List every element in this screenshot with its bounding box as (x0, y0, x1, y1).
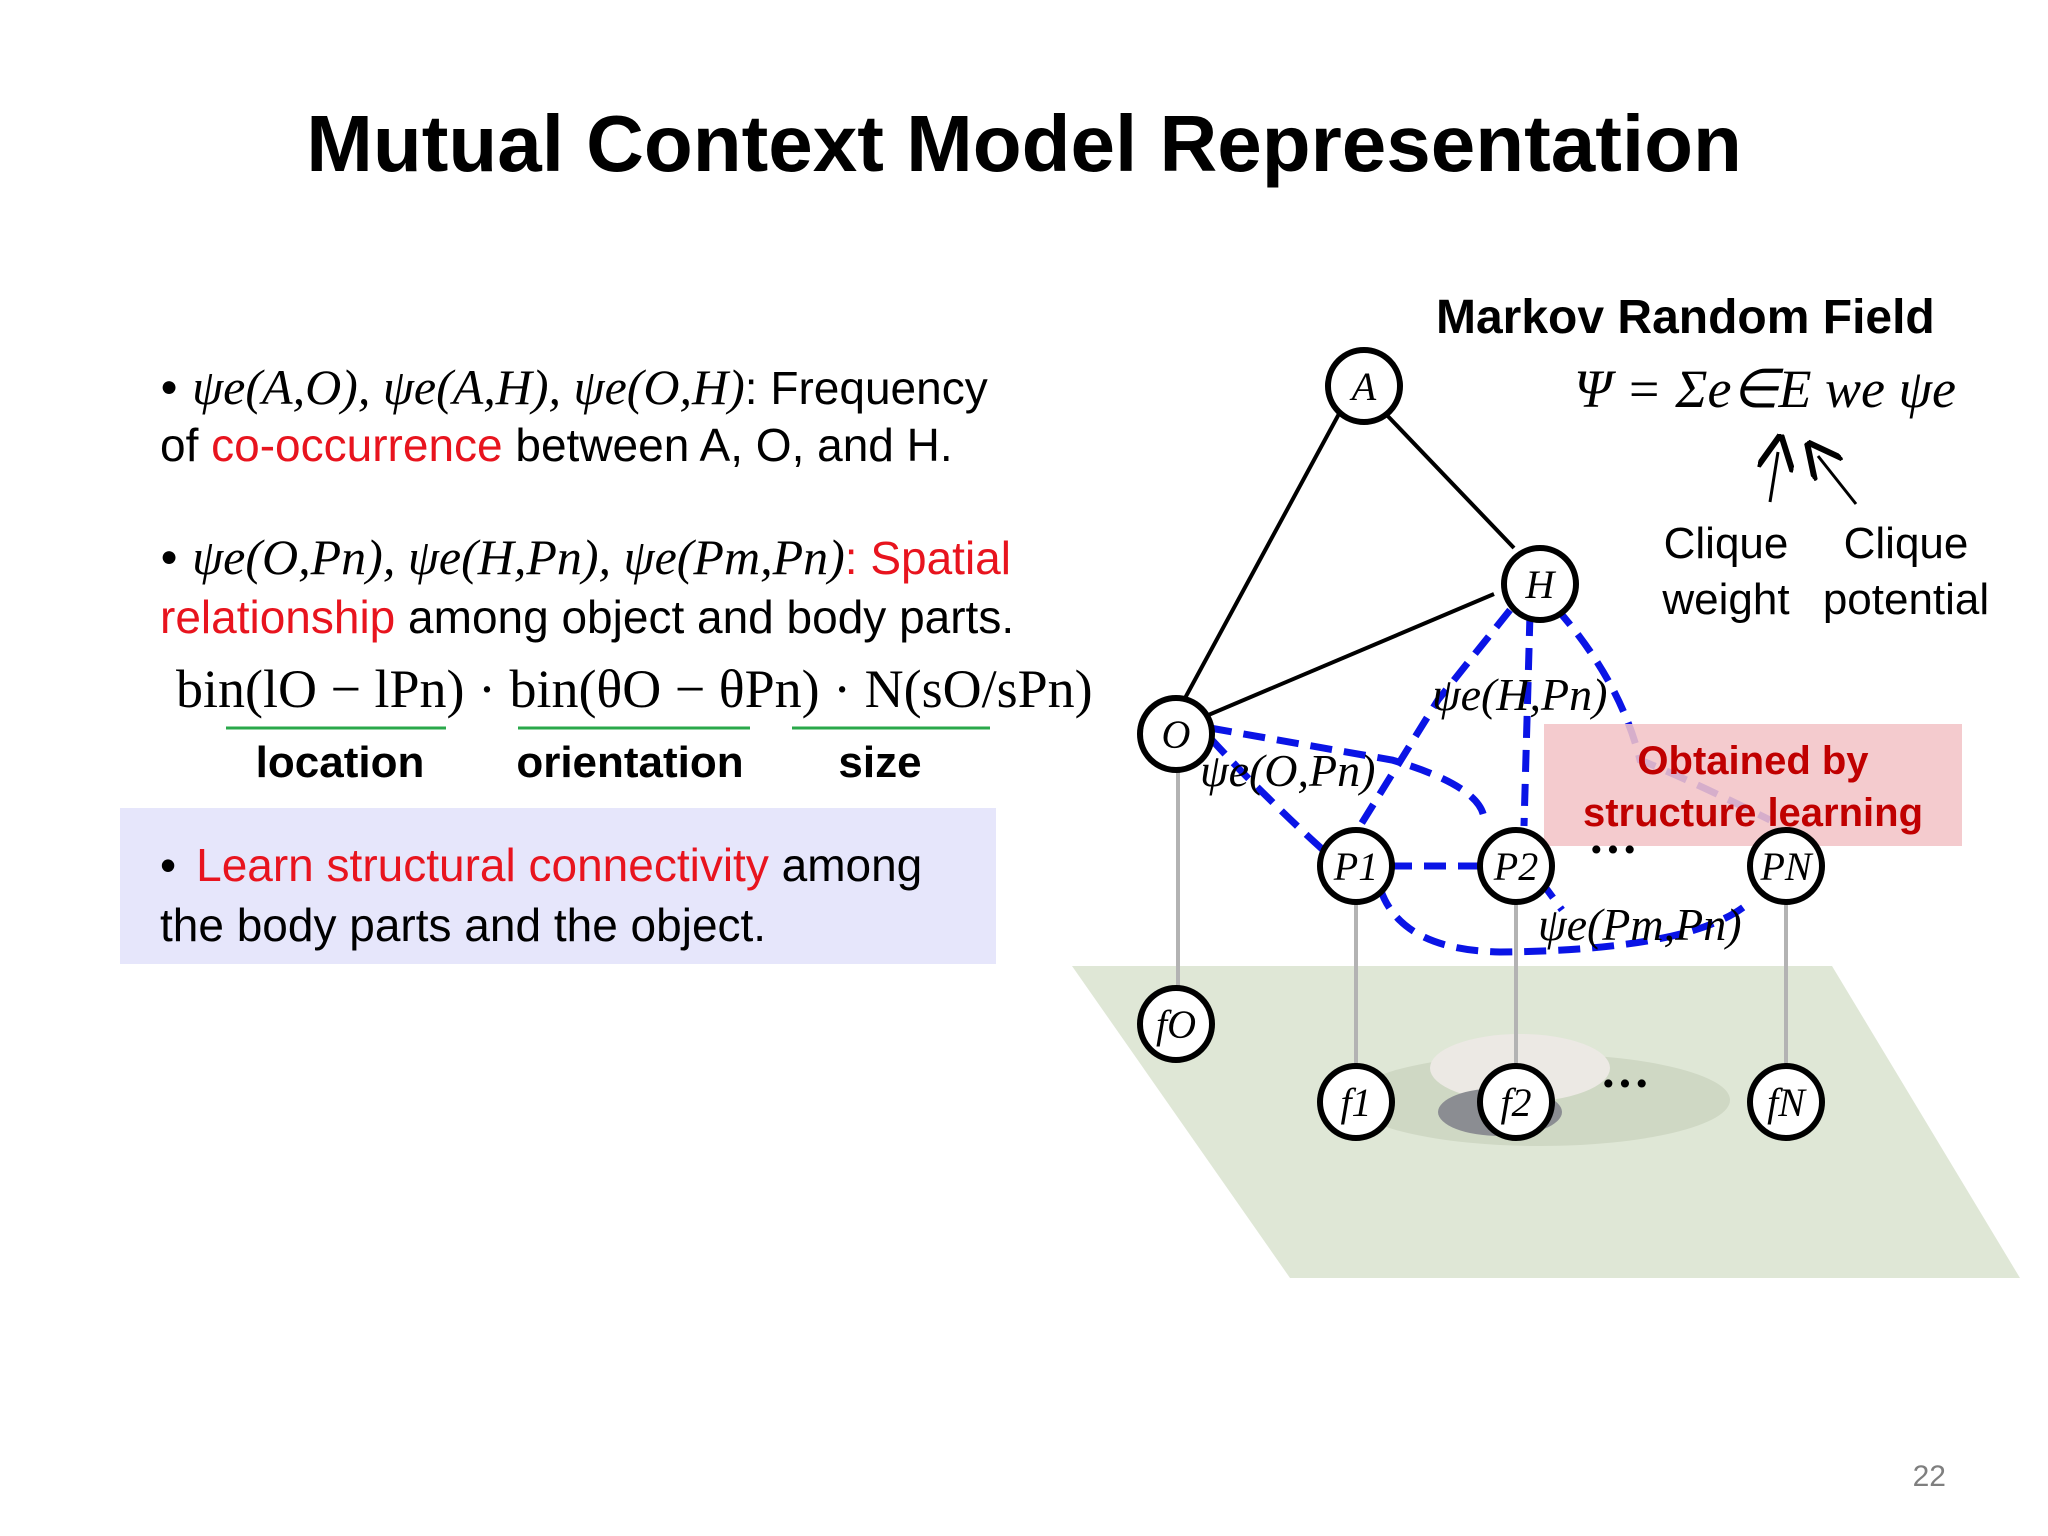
node-fn-label: fN (1767, 1080, 1807, 1125)
label-size: size (838, 738, 922, 787)
bullet-1-red-text: co-occurrence (211, 419, 503, 471)
learn-box-red-text: Learn structural connectivity (196, 839, 769, 891)
feature-formula: bin(lO − lPn) · bin(θO − θPn) · N(sO/sPn… (176, 659, 1093, 719)
learn-box-line-2: the body parts and the object. (160, 899, 767, 951)
arrow-potential (1818, 456, 1858, 505)
clique-weight-label: Clique weight (1662, 519, 1790, 624)
dots-p: ··· (1588, 821, 1638, 877)
structure-label-line-1: Obtained by (1637, 739, 1869, 783)
bullet-2-formula: ψe(O,Pn), ψe(H,Pn), ψe(Pm,Pn) (192, 529, 845, 585)
mrf-title: Markov Random Field (1436, 291, 1935, 344)
node-o (1137, 695, 1215, 773)
edge-labels: ψe(H,Pn) ψe(O,Pn) ψe(Pm,Pn) (1200, 669, 1742, 950)
dashed-h-p2 (1520, 613, 1534, 827)
node-labels: A H O P1 P2 PN fO f1 f2 fN (1156, 364, 1814, 1125)
node-p2-label: P2 (1493, 844, 1538, 889)
bullet-1-text-pre: of (160, 419, 212, 471)
bullet-2-red-text-a: : Spatial (844, 532, 1011, 584)
node-f1 (1317, 1063, 1395, 1141)
node-f1-label: f1 (1340, 1080, 1371, 1125)
bullet-2-red-text-b: relationship (160, 591, 396, 643)
label-orientation: orientation (516, 738, 744, 787)
edge-o-h (1205, 592, 1495, 718)
dashed-o-p2 (1209, 724, 1488, 819)
dots-f: ··· (1600, 1055, 1650, 1111)
node-fn (1747, 1063, 1825, 1141)
bullet-2-line-2: relationship among object and body parts… (160, 588, 1014, 646)
bullet-1-line-2: of co-occurrence between A, O, and H. (160, 416, 953, 474)
bullet-1-formula: ψe(A,O), ψe(A,H), ψe(O,H) (192, 359, 745, 415)
structure-learning-text: Obtained by structure learning (1583, 739, 1923, 835)
node-p1 (1317, 827, 1395, 905)
node-h-label: H (1525, 562, 1557, 607)
bullet-dot-icon: ● (160, 540, 179, 573)
learn-box-line-1: • Learn structural connectivity among (160, 836, 922, 894)
bullet-2-text-b: among object and body parts. (395, 591, 1015, 643)
node-pn-label: PN (1759, 844, 1813, 889)
bullet-1-text-post: between A, O, and H. (502, 419, 953, 471)
edge-label-o-pn: ψe(O,Pn) (1200, 745, 1375, 796)
clique-potential-label: Clique potential (1822, 519, 1990, 624)
structure-label-line-2: structure learning (1583, 791, 1923, 835)
dashed-p1-pn (1376, 886, 1755, 956)
structure-learning-box (1544, 724, 1962, 846)
node-f2 (1477, 1063, 1555, 1141)
bullet-1-text-a: : Frequency (744, 362, 988, 414)
node-p1-label: P1 (1333, 844, 1378, 889)
mrf-equation: Ψ = Σe∈E we ψe (1574, 359, 1956, 419)
arrow-weight (1770, 452, 1778, 503)
edge-label-pm-pn: ψe(Pm,Pn) (1538, 899, 1742, 950)
edge-a-h (1380, 408, 1516, 550)
bullet-1-line-1: ● ψe(A,O), ψe(A,H), ψe(O,H): Frequency (160, 358, 988, 417)
node-fo (1137, 985, 1215, 1063)
node-o-label: O (1162, 712, 1191, 757)
bullet-dot-icon: • (160, 839, 177, 891)
slide-title: Mutual Context Model Representation (306, 99, 1742, 188)
node-fo-label: fO (1156, 1002, 1196, 1047)
node-f2-label: f2 (1500, 1080, 1531, 1125)
page-number: 22 (1912, 1460, 1946, 1493)
label-location: location (255, 738, 425, 787)
node-h (1501, 545, 1579, 623)
edge-label-h-pn: ψe(H,Pn) (1432, 669, 1607, 720)
graph-nodes (1137, 347, 1825, 1141)
node-pn (1747, 827, 1825, 905)
learn-box (120, 808, 996, 964)
learn-box-text-a: among (768, 839, 923, 891)
edge-a-o (1182, 411, 1342, 701)
bullet-dot-icon: ● (160, 370, 179, 403)
dashed-h-p1 (1357, 607, 1513, 828)
node-a-label: A (1349, 364, 1377, 409)
node-a (1325, 347, 1403, 425)
bullet-2-line-1: ● ψe(O,Pn), ψe(H,Pn), ψe(Pm,Pn): Spatial (160, 528, 1011, 587)
node-p2 (1477, 827, 1555, 905)
